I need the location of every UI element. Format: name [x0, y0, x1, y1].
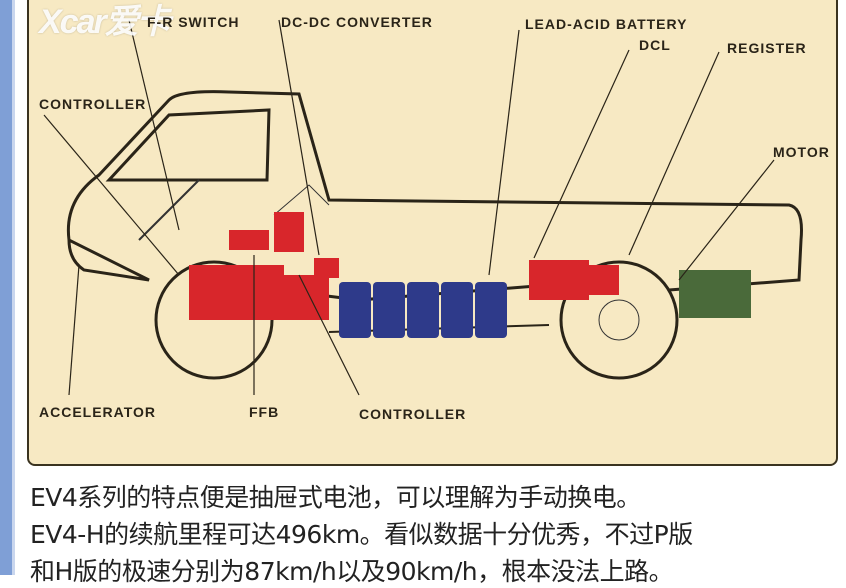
- red-components: [189, 212, 619, 320]
- controller-block: [189, 265, 284, 320]
- left-scroll-edge: [0, 0, 15, 575]
- label-lead-acid-battery: LEAD-ACID BATTERY: [525, 16, 688, 32]
- motor-block: [679, 270, 751, 318]
- dcl-block: [529, 260, 589, 300]
- lead-acid-battery-packs: [339, 282, 507, 338]
- rear-wheel: [559, 260, 679, 380]
- article-line-2: EV4-H的续航里程可达496km。看似数据十分优秀，不过P版: [30, 520, 693, 549]
- label-motor: MOTOR: [773, 144, 830, 160]
- article-line-3: 和H版的极速分别为87km/h以及90km/h，根本没法上路。: [30, 557, 674, 586]
- label-accelerator: ACCELERATOR: [39, 404, 157, 420]
- label-controller-bottom: CONTROLLER: [359, 406, 467, 422]
- article-line-1: EV4系列的特点便是抽屉式电池，可以理解为手动换电。: [30, 483, 641, 512]
- label-dcdc-converter: DC-DC CONVERTER: [281, 14, 433, 30]
- truck-cutaway-drawing: [43, 19, 803, 396]
- ev4-diagram-figure: Xcar爱卡 F-R SWITCH DC-DC CONVERTER LEAD-A…: [27, 0, 838, 466]
- label-controller-top: CONTROLLER: [39, 96, 147, 112]
- label-dcl: DCL: [639, 37, 671, 53]
- label-ffb: FFB: [249, 404, 280, 420]
- truck-body-outline: [66, 90, 803, 302]
- label-register: REGISTER: [727, 40, 807, 56]
- label-fr-switch: F-R SWITCH: [147, 14, 240, 30]
- xcar-watermark-logo: Xcar爱卡: [39, 3, 171, 41]
- cab-window: [105, 108, 271, 182]
